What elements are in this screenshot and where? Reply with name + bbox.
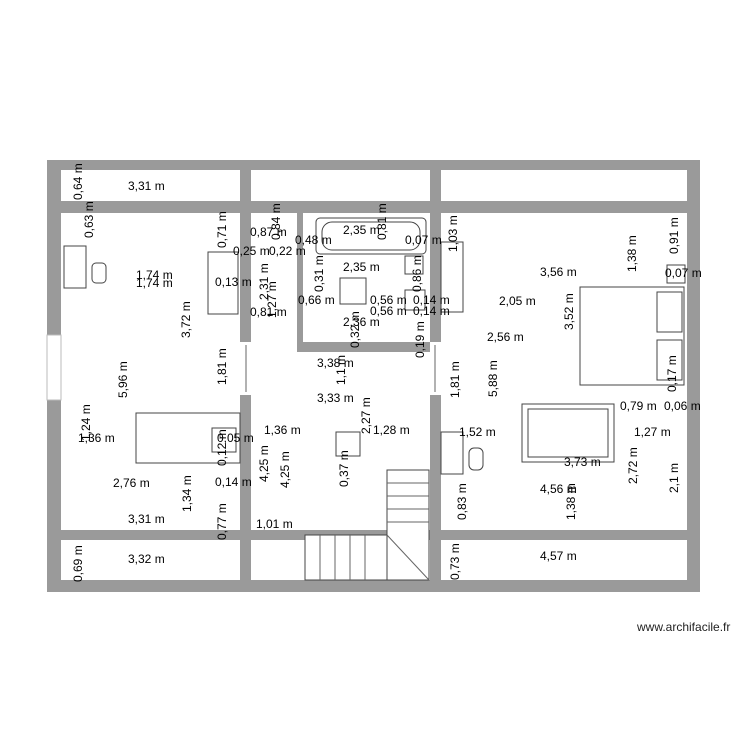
dim-label: 1,52 m: [459, 425, 496, 439]
dim-label: 4,57 m: [540, 549, 577, 563]
dim-label: 5,88 m: [486, 360, 500, 397]
dim-label: 0,37 m: [337, 450, 351, 487]
dim-label: 3,38 m: [317, 356, 354, 370]
dim-label: 3,31 m: [128, 179, 165, 193]
dim-label: 2,72 m: [626, 447, 640, 484]
dim-label: 1,36 m: [264, 423, 301, 437]
dim-label: 2,36 m: [343, 315, 380, 329]
desk-left: [63, 245, 87, 289]
dim-label: 0,14 m: [215, 475, 252, 489]
dim-label: 1,28 m: [373, 423, 410, 437]
dim-label: 2,76 m: [113, 476, 150, 490]
dim-label: 3,33 m: [317, 391, 354, 405]
dim-label: 0,81 m: [250, 305, 287, 319]
dim-label: 0,91 m: [667, 217, 681, 254]
dim-label: 0,19 m: [413, 321, 427, 358]
dim-label: 0,79 m: [620, 399, 657, 413]
dim-label: 2,35 m: [343, 223, 380, 237]
dim-label: 1,34 m: [180, 475, 194, 512]
desk-right-inner: [527, 408, 609, 458]
dim-label: 3,73 m: [564, 455, 601, 469]
dim-label: 2,35 m: [343, 260, 380, 274]
dim-label: 3,72 m: [179, 301, 193, 338]
dim-label: 0,22 m: [269, 244, 306, 258]
nightstand-right: [666, 264, 686, 284]
dim-label: 1,74 m: [136, 276, 173, 290]
dim-label: 3,31 m: [128, 512, 165, 526]
dim-label: 2,31 m: [257, 263, 271, 300]
dim-label: 2,27 m: [359, 397, 373, 434]
dim-label: 1,27 m: [265, 281, 279, 318]
dim-label: 0,05 m: [217, 431, 254, 445]
dim-label: 0,73 m: [448, 543, 462, 580]
dim-label: 0,86 m: [410, 255, 424, 292]
dim-label: 0,56 m: [370, 293, 407, 307]
dim-label: 0,87 m: [250, 225, 287, 239]
dim-label: 2,1 m: [667, 463, 681, 493]
dim-label: 1,03 m: [446, 215, 460, 252]
chair-right: [468, 447, 484, 471]
staircase: [304, 469, 430, 581]
dim-label: 0,14 m: [413, 293, 450, 307]
dim-label: 0,48 m: [295, 233, 332, 247]
dim-label: 0,83 m: [455, 483, 469, 520]
dim-label: 1,24 m: [79, 404, 93, 441]
dim-label: 1,36 m: [78, 431, 115, 445]
dim-label: 1,38 m: [625, 235, 639, 272]
dim-label: 0,64 m: [71, 163, 85, 200]
dim-label: 1,27 m: [634, 425, 671, 439]
dim-label: 2,05 m: [499, 294, 536, 308]
dim-label: 0,06 m: [664, 399, 701, 413]
wardrobe-right: [440, 241, 464, 313]
shower: [339, 277, 367, 305]
bathtub-inner: [321, 221, 421, 251]
dim-label: 1,38 m: [564, 483, 578, 520]
dim-label: 3,32 m: [128, 552, 165, 566]
dim-label: 4,25 m: [257, 445, 271, 482]
dim-label: 3,56 m: [540, 265, 577, 279]
dim-label: 2,56 m: [487, 330, 524, 344]
dim-label: 0,14 m: [413, 304, 450, 318]
pillow-1: [656, 291, 683, 333]
hall-box: [335, 431, 361, 457]
dim-label: 0,66 m: [298, 293, 335, 307]
dim-label: 0,63 m: [82, 201, 96, 238]
dim-label: 1,81 m: [448, 361, 462, 398]
furniture: [63, 217, 686, 581]
toilet: [404, 289, 426, 311]
credit-text: www.archifacile.fr: [637, 620, 731, 634]
dim-label: 0,13 m: [215, 275, 252, 289]
dim-label: 0,81 m: [375, 203, 389, 240]
dim-label: 0,84 m: [269, 203, 283, 240]
dim-label: 1,1 m: [334, 355, 348, 385]
dim-label: 1,01 m: [256, 517, 293, 531]
desk-small: [440, 431, 464, 475]
pillow-2: [656, 339, 683, 381]
dim-label: 1,81 m: [215, 348, 229, 385]
dim-label: 3,52 m: [562, 293, 576, 330]
dim-label: 0,25 m: [233, 244, 270, 258]
dim-label: 0,12 m: [215, 429, 229, 466]
wardrobe-left: [207, 251, 239, 315]
dim-label: 1,74 m: [136, 268, 173, 282]
dimension-labels: 3,31 m 0,64 m 0,63 m 1,74 m 1,74 m 3,72 …: [71, 163, 702, 582]
dim-label: 0,32 m: [348, 311, 362, 348]
dim-label: 0,77 m: [215, 503, 229, 540]
dim-label: 4,56 m: [540, 482, 577, 496]
sink: [404, 255, 424, 275]
dim-label: 0,07 m: [405, 233, 442, 247]
dim-label: 0,69 m: [71, 545, 85, 582]
dim-label: 5,96 m: [116, 361, 130, 398]
nightstand-left: [211, 427, 237, 453]
dim-label: 0,71 m: [215, 211, 229, 248]
dim-label: 0,17 m: [665, 355, 679, 392]
dim-label: 0,56 m: [370, 304, 407, 318]
dim-label: 4,25 m: [278, 451, 292, 488]
chair-left: [91, 262, 107, 284]
dim-label: 0,07 m: [665, 266, 702, 280]
dim-label: 0,31 m: [312, 255, 326, 292]
